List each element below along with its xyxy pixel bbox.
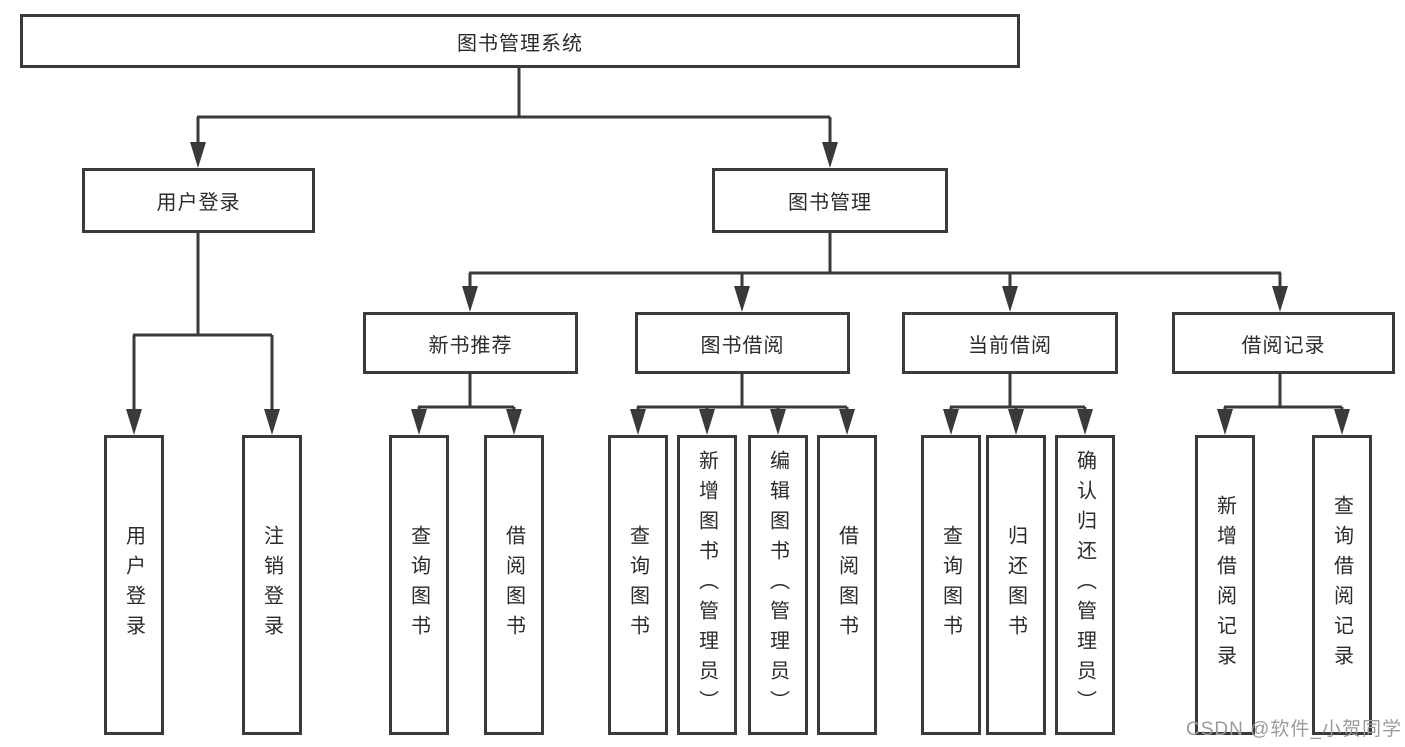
node-user-login: 用户登录	[82, 168, 315, 233]
node-book-management: 图书管理	[712, 168, 948, 233]
leaf-query-books-recommendation: 查询图书	[389, 435, 449, 735]
leaf-logout-login: 注销登录	[242, 435, 302, 735]
leaf-query-books-current: 查询图书	[921, 435, 981, 735]
leaf-return-books: 归还图书	[986, 435, 1046, 735]
node-new-book-recommendation: 新书推荐	[363, 312, 578, 374]
node-library-management-system: 图书管理系统	[20, 14, 1020, 68]
leaf-add-books-admin: 新增图书（管理员）	[677, 435, 737, 735]
leaf-add-borrow-record: 新增借阅记录	[1195, 435, 1255, 735]
leaf-borrow-books-recommendation: 借阅图书	[484, 435, 544, 735]
leaf-edit-books-admin: 编辑图书（管理员）	[748, 435, 808, 735]
leaf-user-login: 用户登录	[104, 435, 164, 735]
watermark-csdn: CSDN @软件_小贺同学	[1186, 719, 1402, 740]
leaf-query-borrow-record: 查询借阅记录	[1312, 435, 1372, 735]
leaf-borrow-books-borrowing: 借阅图书	[817, 435, 877, 735]
leaf-query-books-borrowing: 查询图书	[608, 435, 668, 735]
node-book-borrowing: 图书借阅	[635, 312, 850, 374]
node-borrowing-records: 借阅记录	[1172, 312, 1395, 374]
leaf-confirm-return-admin: 确认归还（管理员）	[1055, 435, 1115, 735]
arrowheads	[126, 142, 1350, 435]
node-current-borrowing: 当前借阅	[902, 312, 1118, 374]
